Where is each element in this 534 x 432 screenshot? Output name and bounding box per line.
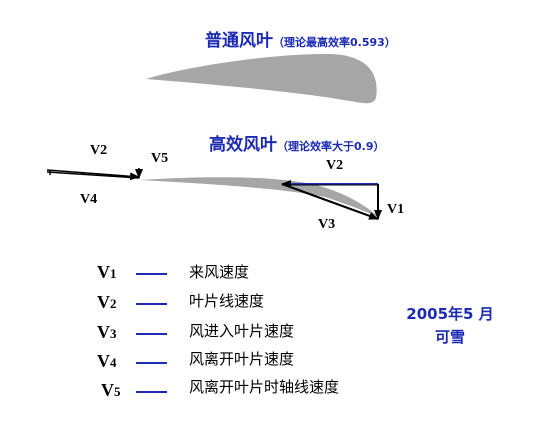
legend-key-v4: V4: [97, 351, 117, 372]
legend-key-letter: V: [101, 380, 114, 400]
normal-blade-title-text: 普通风叶: [205, 31, 273, 51]
legend-key-v5: V5: [101, 380, 121, 401]
signature-author: 可雪: [434, 328, 465, 346]
legend-line-v2: [136, 303, 167, 305]
legend-line-v1: [136, 273, 167, 275]
legend-key-letter: V: [97, 322, 110, 342]
efficient-blade-efficiency-note: （理论效率大于0.9）: [277, 140, 385, 153]
signature: 2005年5 月 可雪: [395, 303, 505, 347]
v1-right-label: V1: [387, 202, 405, 217]
legend-key-letter: V: [97, 351, 110, 371]
efficient-blade-airfoil: [140, 177, 380, 218]
legend-key-subscript: 2: [110, 296, 117, 311]
legend-key-subscript: 1: [110, 266, 117, 281]
v3-right-label: V3: [318, 217, 336, 232]
legend-line-v5: [136, 391, 167, 393]
v2-right-label: V2: [326, 158, 344, 173]
legend-text-v5: 风离开叶片时轴线速度: [189, 378, 340, 396]
v4-left-vector: [46, 171, 140, 179]
efficient-blade-title: 高效风叶（理论效率大于0.9）: [209, 130, 385, 155]
signature-date: 2005年5 月: [406, 305, 494, 323]
v3-right-vector: [281, 183, 379, 220]
legend-text-v1: 来风速度: [189, 263, 250, 281]
v5-left-label: V5: [151, 151, 169, 166]
legend-key-subscript: 5: [114, 384, 121, 399]
normal-blade-efficiency-note: （理论最高效率0.593）: [273, 36, 396, 49]
v2-left-vector: [46, 169, 140, 181]
legend-key-v1: V1: [97, 262, 117, 283]
legend-key-letter: V: [97, 262, 110, 282]
legend-key-subscript: 3: [110, 326, 117, 341]
v4-left-label: V4: [80, 192, 98, 207]
legend-line-v4: [136, 362, 167, 364]
efficient-blade-title-text: 高效风叶: [209, 135, 277, 155]
normal-blade-airfoil: [146, 53, 377, 104]
legend-text-v2: 叶片线速度: [189, 292, 265, 310]
legend-text-v3: 风进入叶片速度: [189, 322, 295, 340]
legend-key-v2: V2: [97, 292, 117, 313]
legend-key-v3: V3: [97, 322, 117, 343]
legend-text-v4: 风离开叶片速度: [189, 350, 295, 368]
legend-key-subscript: 4: [110, 355, 117, 370]
normal-blade-title: 普通风叶（理论最高效率0.593）: [205, 26, 396, 51]
legend-key-letter: V: [97, 292, 110, 312]
v2-left-label: V2: [90, 143, 108, 158]
legend-line-v3: [136, 333, 167, 335]
